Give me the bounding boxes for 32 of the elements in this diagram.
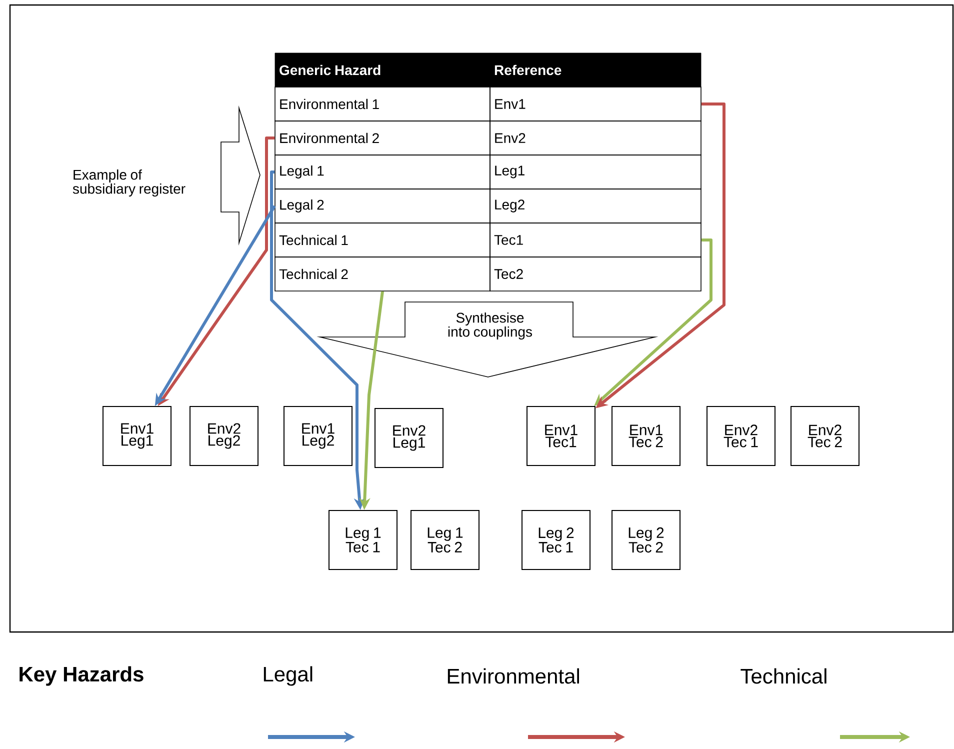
legend-text: Environmental xyxy=(448,668,580,684)
arrow-caption: Example of subsidiary register xyxy=(72,169,186,197)
table-cell: Legal 1 xyxy=(274,154,490,190)
legend-title: Key Hazards xyxy=(20,666,144,686)
table-cell: Env2 xyxy=(490,120,702,156)
coupling-box: Env2 Leg2 xyxy=(190,406,258,466)
table-cell: Leg2 xyxy=(490,188,702,224)
coupling-box: Leg 1 Tec 1 xyxy=(328,510,398,570)
table-cell: Technical 2 xyxy=(274,256,490,292)
coupling-box: Env1 Leg1 xyxy=(102,406,172,466)
table-cell: Legal 2 xyxy=(274,188,490,224)
table-header-cell: Generic Hazard xyxy=(274,52,490,88)
table-cell: Env1 xyxy=(490,86,702,122)
coupling-box: Leg 2 Tec 1 xyxy=(522,510,590,570)
coupling-box: Env1 Tec1 xyxy=(526,406,596,466)
table-cell: Environmental 1 xyxy=(274,86,490,122)
coupling-box: Leg 1 Tec 2 xyxy=(410,510,480,570)
coupling-box: Env1 Tec 2 xyxy=(612,406,680,466)
coupling-box: Env2 Tec 2 xyxy=(790,406,860,466)
table-header-cell: Reference xyxy=(490,52,702,88)
table-cell: Technical 1 xyxy=(274,222,490,258)
table-cell: Tec1 xyxy=(490,222,702,258)
table-cell: Leg1 xyxy=(490,154,702,190)
arrow-caption: Synthesise into couplings xyxy=(448,312,532,340)
coupling-box: Leg 2 Tec 2 xyxy=(612,510,680,570)
legend-text: Legal xyxy=(264,666,312,686)
table-cell: Environmental 2 xyxy=(274,120,490,156)
coupling-box: Env1 Leg2 xyxy=(284,406,352,466)
legend-text: Technical xyxy=(740,668,826,684)
table-cell: Tec2 xyxy=(490,256,702,292)
coupling-box: Env2 Leg1 xyxy=(374,408,444,468)
coupling-box: Env2 Tec 1 xyxy=(706,406,776,466)
